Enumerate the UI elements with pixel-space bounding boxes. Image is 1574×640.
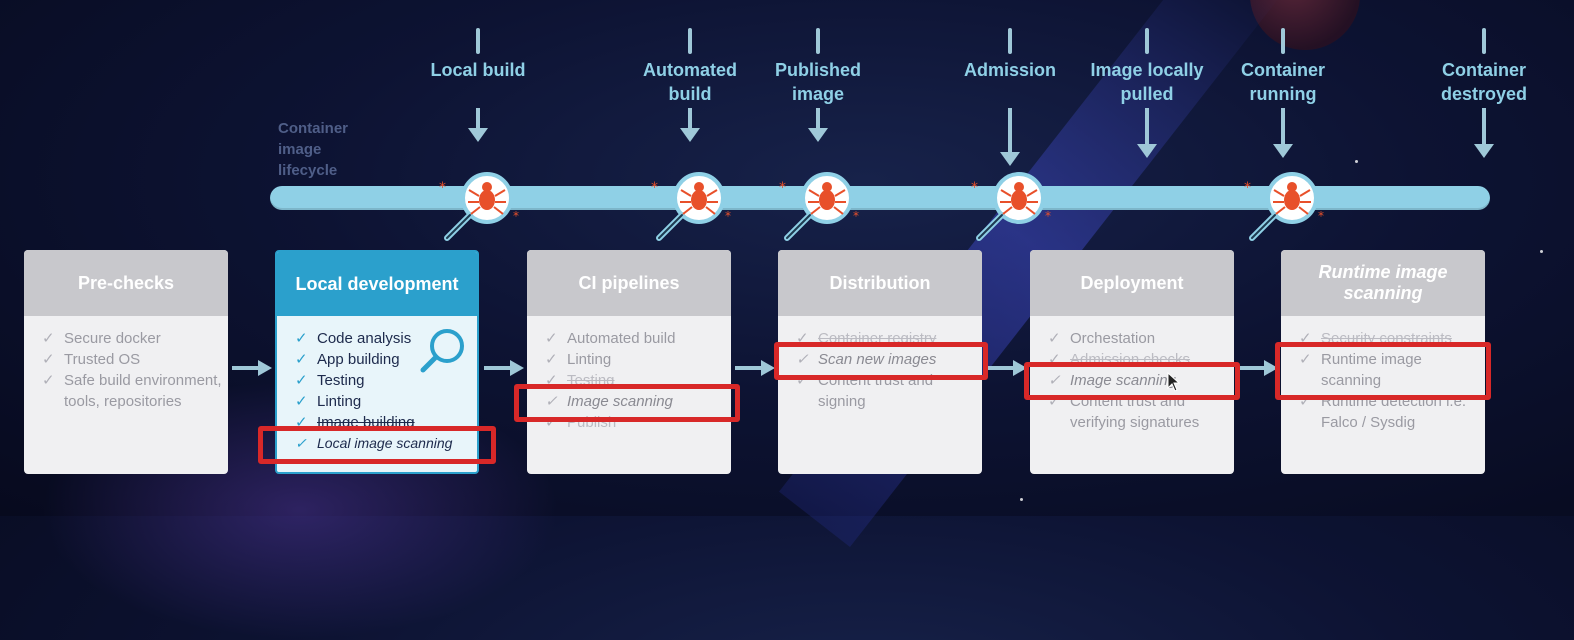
svg-text:*: * bbox=[513, 209, 519, 223]
stage-item: Testing bbox=[295, 370, 477, 391]
event-admission: Admission bbox=[940, 28, 1080, 166]
stage-title: Distribution bbox=[778, 250, 982, 316]
stage-item: Linting bbox=[545, 349, 731, 370]
arrow-down-icon bbox=[1000, 152, 1020, 166]
svg-text:*: * bbox=[1244, 180, 1251, 196]
bug-magnifier-icon: * * bbox=[651, 172, 731, 241]
stage-items: Code analysis App building Testing Linti… bbox=[277, 316, 477, 454]
stage-item: Image scanning bbox=[1048, 370, 1234, 391]
svg-text:*: * bbox=[1045, 209, 1051, 223]
bug-magnifier-icon: * * bbox=[779, 172, 859, 241]
event-automated-build: Automated build bbox=[620, 28, 760, 142]
lifecycle-label-text: Container image lifecycle bbox=[278, 120, 349, 179]
event-label: Admission bbox=[963, 60, 1056, 80]
stage-item: App building bbox=[295, 349, 477, 370]
event-arrow-shaft bbox=[1281, 108, 1285, 144]
arrow-down-icon bbox=[1273, 144, 1293, 158]
svg-text:*: * bbox=[853, 209, 859, 223]
event-arrow-shaft bbox=[1145, 108, 1149, 144]
event-tick bbox=[1281, 28, 1285, 54]
event-label: Container running bbox=[1240, 60, 1325, 104]
arrow-right-icon bbox=[1238, 360, 1278, 376]
svg-text:*: * bbox=[1318, 209, 1324, 223]
event-published-image: Published image bbox=[748, 28, 888, 142]
star bbox=[1540, 250, 1543, 253]
stage-items: Secure docker Trusted OS Safe build envi… bbox=[24, 316, 228, 412]
arrow-right-icon bbox=[232, 360, 272, 376]
star bbox=[1020, 498, 1023, 501]
bug-magnifier-icon: * * bbox=[1244, 172, 1324, 241]
svg-text:*: * bbox=[971, 180, 978, 196]
bug-magnifier-icon: * * bbox=[439, 172, 519, 241]
stage-item: Trusted OS bbox=[42, 349, 228, 370]
stage-item: Safe build environment, tools, repositor… bbox=[42, 370, 228, 412]
event-label: Container destroyed bbox=[1440, 60, 1528, 104]
event-tick bbox=[688, 28, 692, 54]
stage-item: Automated build bbox=[545, 328, 731, 349]
stage-item: Secure docker bbox=[42, 328, 228, 349]
stage-card-ci-pipelines: CI pipelines Automated build Linting Tes… bbox=[527, 250, 731, 474]
stage-card-pre-checks: Pre-checks Secure docker Trusted OS Safe… bbox=[24, 250, 228, 474]
arrow-right-icon bbox=[484, 360, 524, 376]
event-container-destroyed: Container destroyed bbox=[1414, 28, 1554, 158]
stage-title: Deployment bbox=[1030, 250, 1234, 316]
arrow-down-icon bbox=[1474, 144, 1494, 158]
event-arrow-shaft bbox=[816, 108, 820, 128]
stage-card-runtime: Runtime image scanning Security constrai… bbox=[1281, 250, 1485, 474]
stage-item: Runtime image scanning bbox=[1299, 349, 1485, 391]
arrow-right-icon bbox=[987, 360, 1027, 376]
bug-magnifier-icon: * * bbox=[971, 172, 1051, 241]
stage-item: Linting bbox=[295, 391, 477, 412]
event-arrow-shaft bbox=[1482, 108, 1486, 144]
svg-text:*: * bbox=[779, 180, 786, 196]
stage-card-local-development: Local development Code analysis App buil… bbox=[275, 250, 479, 474]
arrow-down-icon bbox=[468, 128, 488, 142]
lifecycle-label: Container image lifecycle bbox=[278, 118, 368, 181]
stage-title: Runtime image scanning bbox=[1281, 250, 1485, 316]
event-label: Automated build bbox=[643, 60, 737, 104]
highlight-scan-new-images bbox=[774, 342, 988, 380]
event-tick bbox=[1008, 28, 1012, 54]
svg-text:*: * bbox=[439, 180, 446, 196]
event-label: Published image bbox=[774, 60, 861, 104]
event-arrow-shaft bbox=[688, 108, 692, 128]
stage-card-distribution: Distribution Container registry Scan new… bbox=[778, 250, 982, 474]
svg-text:*: * bbox=[725, 209, 731, 223]
event-image-locally-pulled: Image locally pulled bbox=[1077, 28, 1217, 158]
stage-item: Orchestation bbox=[1048, 328, 1234, 349]
event-label: Image locally pulled bbox=[1090, 60, 1204, 104]
highlight-local-image-scanning bbox=[258, 426, 496, 464]
highlight-ci-image-scanning bbox=[514, 384, 740, 422]
event-tick bbox=[1145, 28, 1149, 54]
event-tick bbox=[476, 28, 480, 54]
star bbox=[1355, 160, 1358, 163]
event-label: Local build bbox=[430, 60, 526, 80]
mouse-cursor-icon bbox=[1167, 372, 1181, 392]
stage-item: Image scanning bbox=[545, 391, 731, 412]
arrow-down-icon bbox=[1137, 144, 1157, 158]
event-container-running: Container running bbox=[1213, 28, 1353, 158]
event-tick bbox=[1482, 28, 1486, 54]
highlight-deployment-image-scanning bbox=[1024, 362, 1240, 400]
event-arrow-shaft bbox=[1008, 108, 1012, 152]
arrow-down-icon bbox=[808, 128, 828, 142]
stage-item: Code analysis bbox=[295, 328, 477, 349]
svg-text:*: * bbox=[651, 180, 658, 196]
arrow-right-icon bbox=[735, 360, 775, 376]
stage-item: Scan new images bbox=[796, 349, 982, 370]
event-tick bbox=[816, 28, 820, 54]
highlight-runtime-image-scanning bbox=[1275, 342, 1491, 400]
stage-item: Local image scanning bbox=[295, 433, 477, 454]
stage-title: CI pipelines bbox=[527, 250, 731, 316]
stage-title: Pre-checks bbox=[24, 250, 228, 316]
stage-title: Local development bbox=[277, 252, 477, 316]
arrow-down-icon bbox=[680, 128, 700, 142]
event-arrow-shaft bbox=[476, 108, 480, 128]
event-local-build: Local build bbox=[408, 28, 548, 142]
